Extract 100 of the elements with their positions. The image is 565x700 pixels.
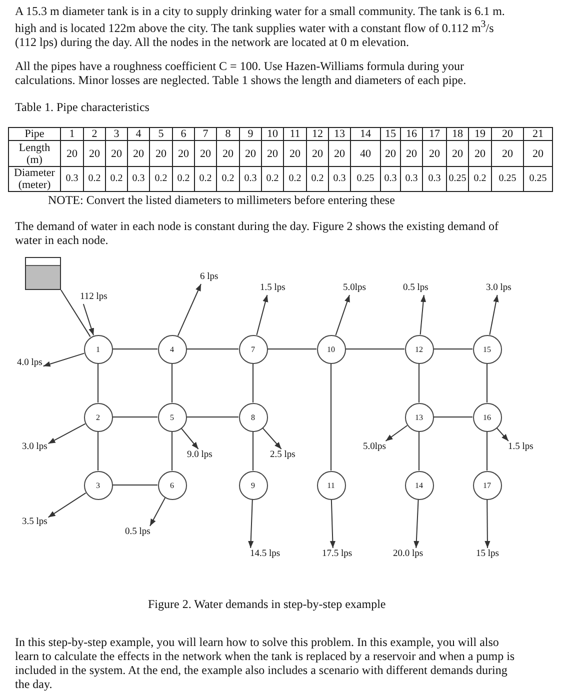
flow-label: 17.5 lps (321, 548, 354, 561)
flow-label: 3.0 lps (485, 282, 512, 295)
length-cell: 20 (380, 140, 400, 166)
diameter-cell: 0.3 (422, 166, 446, 192)
row-header-cell: Length (m) (8, 140, 60, 166)
length-cell: 20 (128, 140, 150, 166)
pipe-line (186, 416, 239, 418)
length-cell: 20 (262, 140, 284, 166)
pipe-number-cell: 9 (240, 128, 262, 140)
paragraph: A 15.3 m diameter tank is in a city to supply drinking water for a small community. The tank is 6.1 m. high and is located 122m above the city. The tank supplies water with a constant flow of 0.112 m$^{3}$/s (112 lps) during the day. All the nodes in the network are located at 0 m elevation. (15, 4, 506, 49)
arrow (496, 427, 509, 442)
flow-label: 1.5 lps (507, 441, 534, 454)
length-cell: 20 (492, 140, 524, 166)
length-cell: 20 (284, 140, 306, 166)
flow-label: 5.0lps (342, 282, 367, 295)
junction-circle: 10 (316, 334, 346, 364)
diameter-cell: 0.25 (524, 166, 552, 192)
pipe-number-cell: 18 (446, 128, 468, 140)
length-cell: 20 (422, 140, 446, 166)
flow-label: 0.5 lps (402, 282, 430, 295)
pipe-number-cell: 7 (194, 128, 216, 140)
junction-circle: 15 (472, 334, 502, 364)
pipe-line (433, 348, 473, 350)
pipe-line (252, 363, 254, 403)
pipe-number-cell: 10 (262, 128, 284, 140)
length-cell: 40 (350, 140, 380, 166)
junction-circle: 12 (404, 334, 434, 364)
pipe-line (418, 363, 420, 403)
paragraph: The demand of water in each node is constant during the day. Figure 2 shows the existing demand of water in each node. (15, 219, 500, 247)
arrow (180, 428, 199, 450)
pipe-line (112, 416, 158, 418)
flow-label: 4.0 lps (16, 357, 44, 370)
pipe-line (345, 348, 405, 350)
arrow (385, 425, 408, 442)
pipe-number-cell: 14 (350, 128, 380, 140)
pipe-line (433, 416, 473, 418)
arrow (335, 294, 350, 336)
row-header-cell: Diameter (meter) (8, 166, 60, 192)
pipe-line (186, 348, 239, 350)
flow-label: 2.5 lps (269, 449, 296, 462)
paragraph: In this step-by-step example, you will learn how to solve this problem. In this example, you will also learn to calculate the effects in the network when the tank is replaced by a reservoir and when a pump is included in the system. At the end, the example also includes a scenario with different demands during the day. (15, 635, 516, 691)
junction-circle: 1 (84, 334, 112, 364)
arrow (48, 492, 86, 518)
pipe-line (418, 431, 420, 471)
length-cell: 20 (328, 140, 350, 166)
pipe-number-cell: 3 (106, 128, 128, 140)
diameter-cell: 0.3 (400, 166, 422, 192)
diameter-cell: 0.3 (128, 166, 150, 192)
pipe-number-cell: 8 (216, 128, 240, 140)
diameter-cell: 0.2 (172, 166, 194, 192)
junction-circle: 14 (404, 470, 434, 500)
pipe-number-cell: 2 (84, 128, 106, 140)
diameter-cell: 0.2 (468, 166, 492, 192)
arrow (256, 294, 268, 336)
arrow (150, 497, 166, 526)
diameter-cell: 0.2 (194, 166, 216, 192)
length-cell: 20 (468, 140, 492, 166)
length-cell: 20 (400, 140, 422, 166)
length-cell: 20 (194, 140, 216, 166)
pipe-number-cell: 17 (422, 128, 446, 140)
flow-label: 20.0 lps (392, 548, 424, 561)
flow-label: 6 lps (199, 271, 220, 284)
diameter-cell: 0.2 (106, 166, 128, 192)
arrow (489, 294, 499, 336)
pipe-number-cell: 20 (492, 128, 524, 140)
diameter-cell: 0.2 (306, 166, 328, 192)
length-cell: 20 (150, 140, 172, 166)
flow-label: 9.0 lps (186, 449, 214, 462)
pipe-number-cell: 11 (284, 128, 306, 140)
length-cell: 20 (216, 140, 240, 166)
diameter-cell: 0.2 (150, 166, 172, 192)
flow-label: 1.5 lps (259, 282, 286, 295)
row-header-cell: Pipe (8, 128, 60, 140)
junction-circle: 16 (472, 402, 502, 432)
pipe-number-cell: 6 (172, 128, 194, 140)
diameter-cell: 0.3 (328, 166, 350, 192)
table-title: Table 1. Pipe characteristics (15, 100, 150, 114)
length-cell: 20 (306, 140, 328, 166)
arrow (420, 294, 426, 336)
junction-circle: 8 (238, 402, 268, 432)
length-cell: 20 (240, 140, 262, 166)
arrow (42, 352, 85, 367)
junction-circle: 13 (404, 402, 434, 432)
diameter-cell: 0.25 (446, 166, 468, 192)
pipe-line (112, 484, 158, 486)
arrow (330, 499, 336, 548)
diameter-cell: 0.25 (350, 166, 380, 192)
diameter-cell: 0.25 (492, 166, 524, 192)
pipe-number-cell: 13 (328, 128, 350, 140)
pipe-number-cell: 15 (380, 128, 400, 140)
diameter-cell: 0.2 (84, 166, 106, 192)
arrow (414, 499, 420, 548)
paragraph: All the pipes have a roughness coefficient C = 100. Use Hazen-Williams formula during your calculations. Minor losses are neglected. Table 1 shows the length and diameters of each pipe. (15, 59, 468, 87)
length-cell: 20 (106, 140, 128, 166)
junction-circle: 17 (472, 470, 502, 500)
junction-circle: 7 (238, 334, 268, 364)
diameter-cell: 0.3 (380, 166, 400, 192)
flow-label: 112 lps (79, 291, 108, 304)
length-cell: 20 (84, 140, 106, 166)
arrow (177, 284, 202, 336)
